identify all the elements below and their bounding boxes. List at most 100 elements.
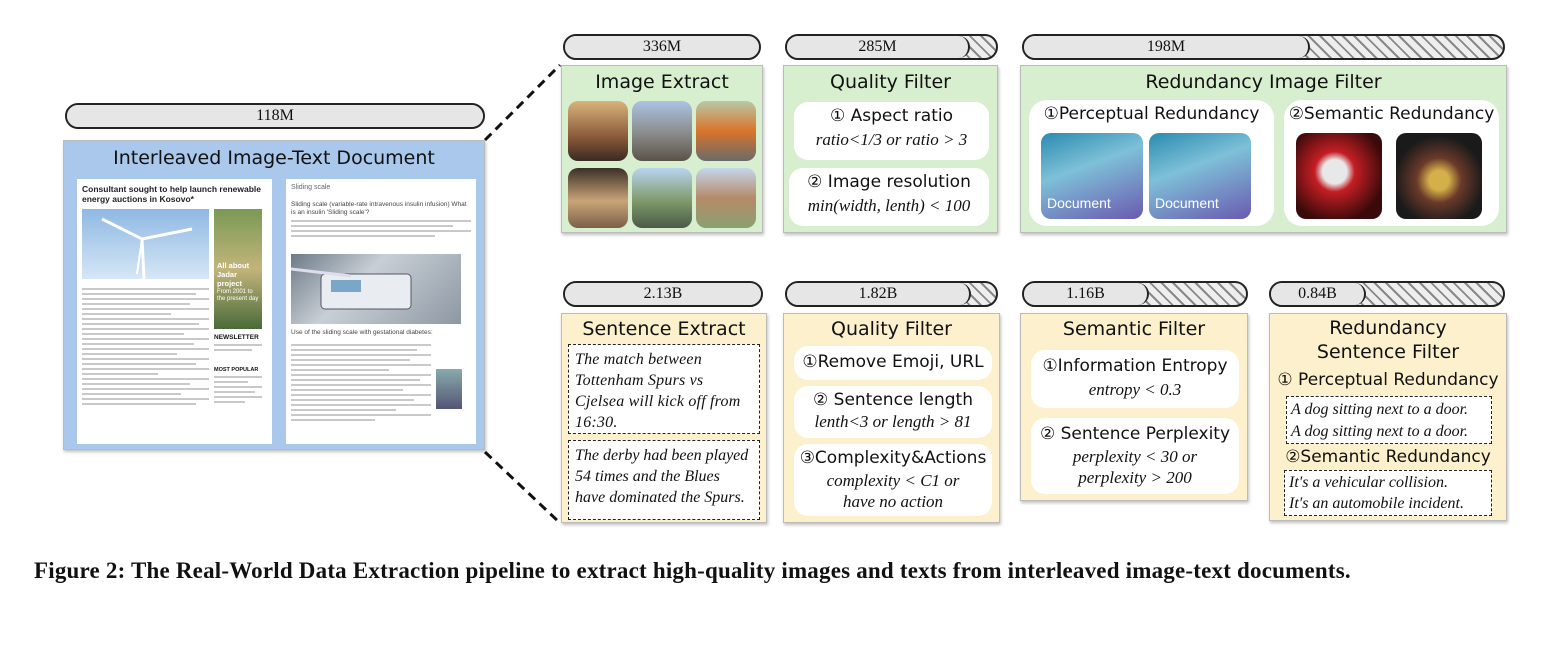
article-right-subhead: Use of the sliding scale with gestationa… bbox=[291, 329, 433, 336]
redundancy-sentence-count-bar: 0.84B bbox=[1269, 281, 1505, 307]
complexity-label: ③Complexity&Actions bbox=[799, 448, 987, 468]
article-right-head: Sliding scale bbox=[291, 184, 331, 191]
redundancy-sentence-panel: Redundancy Sentence Filter ① Perceptual … bbox=[1269, 313, 1507, 521]
sentence-perceptual-label: ① Perceptual Redundancy bbox=[1277, 370, 1499, 390]
redundancy-sentence-title-2: Sentence Filter bbox=[1316, 341, 1460, 363]
infusion-pump-image bbox=[290, 254, 461, 324]
sentence-extract-count: 2.13B bbox=[565, 283, 761, 305]
semantic-filter-panel: Semantic Filter ①Information Entropy ent… bbox=[1020, 313, 1248, 501]
article-left-headline: Consultant sought to help launch renewab… bbox=[82, 184, 261, 204]
document-thumb-1-text: Document bbox=[1047, 195, 1111, 211]
article-left-sidebar: NEWSLETTER MOST POPULAR bbox=[214, 334, 262, 406]
image-resolution-card: ② Image resolution min(width, lenth) < 1… bbox=[789, 168, 989, 226]
document-thumb-2: Document bbox=[1149, 133, 1251, 219]
redundancy-image-title: Redundancy Image Filter bbox=[1145, 71, 1382, 93]
article-right-photo bbox=[436, 369, 462, 409]
semantic-example-1: It's a vehicular collision. bbox=[1289, 474, 1448, 491]
most-popular-label: MOST POPULAR bbox=[214, 367, 259, 373]
connector-bottom bbox=[483, 450, 562, 525]
semantic-example-2: It's an automobile incident. bbox=[1289, 495, 1464, 512]
redundancy-image-panel: Redundancy Image Filter ①Perceptual Redu… bbox=[1020, 65, 1507, 233]
helmet-photo-1 bbox=[1296, 133, 1382, 219]
text-quality-count-bar: 1.82B bbox=[785, 281, 998, 307]
promo-subtext: From 2001 to the present day bbox=[217, 289, 259, 302]
information-entropy-label: ①Information Entropy bbox=[1042, 356, 1228, 376]
article-page-right: Sliding scale Sliding scale (variable-ra… bbox=[286, 179, 476, 444]
street-photo bbox=[632, 101, 692, 161]
sentence-text-2: The derby had been played 54 times and t… bbox=[568, 440, 760, 520]
wind-turbine-image bbox=[82, 209, 209, 280]
sentence-text-1: The match between Tottenham Spurs vs Cje… bbox=[568, 344, 760, 434]
document-title: Interleaved Image-Text Document bbox=[113, 147, 435, 169]
perceptual-examples: A dog sitting next to a door. A dog sitt… bbox=[1286, 396, 1492, 444]
article-right-title: Sliding scale (variable-rate intravenous… bbox=[291, 201, 467, 216]
sentence-length-label: ② Sentence length bbox=[813, 390, 973, 410]
aspect-ratio-rule: ratio<1/3 or ratio > 3 bbox=[815, 130, 968, 149]
document-count-label: 118M bbox=[67, 105, 483, 127]
text-quality-count: 1.82B bbox=[787, 283, 971, 305]
document-panel: Interleaved Image-Text Document Consulta… bbox=[63, 140, 485, 450]
text-quality-panel: Quality Filter ①Remove Emoji, URL ② Sent… bbox=[783, 313, 1000, 523]
information-entropy-card: ①Information Entropy entropy < 0.3 bbox=[1031, 350, 1239, 408]
helmet-photo-2 bbox=[1396, 133, 1482, 219]
article-left-body bbox=[82, 285, 209, 408]
sentence-length-rule: lenth<3 or length > 81 bbox=[814, 412, 972, 431]
redundancy-sentence-title-1: Redundancy bbox=[1329, 317, 1447, 339]
sentence-perplexity-label: ② Sentence Perplexity bbox=[1039, 424, 1231, 444]
sentence-length-card: ② Sentence length lenth<3 or length > 81 bbox=[794, 386, 992, 438]
semantic-filter-count-bar: 1.16B bbox=[1022, 281, 1248, 307]
redundancy-sentence-count: 0.84B bbox=[1271, 283, 1366, 305]
image-extract-count: 336M bbox=[565, 36, 759, 58]
information-entropy-rule: entropy < 0.3 bbox=[1088, 380, 1182, 399]
remove-emoji-label: ①Remove Emoji, URL bbox=[802, 352, 984, 372]
image-quality-count-bar: 285M bbox=[785, 34, 998, 60]
document-thumb-2-text: Document bbox=[1155, 195, 1219, 211]
sentence-perplexity-card: ② Sentence Perplexity perplexity < 30 or… bbox=[1031, 418, 1239, 494]
document-count-bar: 118M bbox=[65, 103, 485, 129]
aspect-ratio-card: ① Aspect ratio ratio<1/3 or ratio > 3 bbox=[794, 102, 989, 160]
sentence-extract-title: Sentence Extract bbox=[582, 318, 746, 340]
text-quality-title: Quality Filter bbox=[831, 318, 952, 340]
aspect-ratio-label: ① Aspect ratio bbox=[830, 106, 953, 126]
complexity-rule: complexity < C1 or have no action bbox=[826, 471, 960, 511]
article-right-body bbox=[291, 341, 431, 424]
newsletter-label: NEWSLETTER bbox=[214, 334, 259, 341]
perceptual-example-2: A dog sitting next to a door. bbox=[1291, 423, 1469, 440]
article-page-left: Consultant sought to help launch renewab… bbox=[77, 179, 272, 444]
remove-emoji-card: ①Remove Emoji, URL bbox=[794, 346, 992, 380]
promo-image: All about Jadar project From 2001 to the… bbox=[214, 209, 262, 329]
image-extract-count-bar: 336M bbox=[563, 34, 761, 60]
semantic-filter-title: Semantic Filter bbox=[1062, 318, 1206, 340]
food-photo bbox=[568, 168, 628, 228]
image-resolution-label: ② Image resolution bbox=[807, 172, 971, 192]
house-photo bbox=[696, 168, 756, 228]
sentence-extract-panel: Sentence Extract The match between Totte… bbox=[561, 313, 767, 523]
perceptual-redundancy-label: ①Perceptual Redundancy bbox=[1043, 104, 1260, 124]
connector-top bbox=[483, 63, 562, 142]
sentence-extract-count-bar: 2.13B bbox=[563, 281, 763, 307]
redundancy-image-count: 198M bbox=[1024, 36, 1310, 58]
semantic-examples: It's a vehicular collision. It's an auto… bbox=[1284, 470, 1492, 516]
image-extract-panel: Image Extract bbox=[561, 65, 763, 233]
semantic-redundancy-label: ②Semantic Redundancy bbox=[1288, 104, 1495, 124]
bicycle-photo bbox=[632, 168, 692, 228]
redundancy-image-count-bar: 198M bbox=[1022, 34, 1505, 60]
van-photo bbox=[696, 101, 756, 161]
semantic-filter-count: 1.16B bbox=[1024, 283, 1149, 305]
semantic-redundancy-card: ②Semantic Redundancy bbox=[1284, 100, 1499, 226]
image-extract-title: Image Extract bbox=[595, 71, 729, 93]
perceptual-redundancy-card: ①Perceptual Redundancy Document Document bbox=[1029, 100, 1274, 226]
image-quality-panel: Quality Filter ① Aspect ratio ratio<1/3 … bbox=[783, 65, 998, 233]
sentence-semantic-label: ②Semantic Redundancy bbox=[1285, 447, 1491, 467]
promo-text: All about Jadar project bbox=[217, 261, 250, 288]
document-thumb-1: Document bbox=[1041, 133, 1143, 219]
image-quality-title: Quality Filter bbox=[830, 71, 951, 93]
church-photo bbox=[568, 101, 628, 161]
sentence-perplexity-rule: perplexity < 30 or perplexity > 200 bbox=[1072, 447, 1198, 487]
figure-caption: Figure 2: The Real-World Data Extraction… bbox=[34, 558, 1351, 583]
image-quality-count: 285M bbox=[787, 36, 970, 58]
perceptual-example-1: A dog sitting next to a door. bbox=[1291, 401, 1469, 418]
image-resolution-rule: min(width, lenth) < 100 bbox=[807, 196, 971, 215]
complexity-card: ③Complexity&Actions complexity < C1 or h… bbox=[794, 444, 992, 516]
